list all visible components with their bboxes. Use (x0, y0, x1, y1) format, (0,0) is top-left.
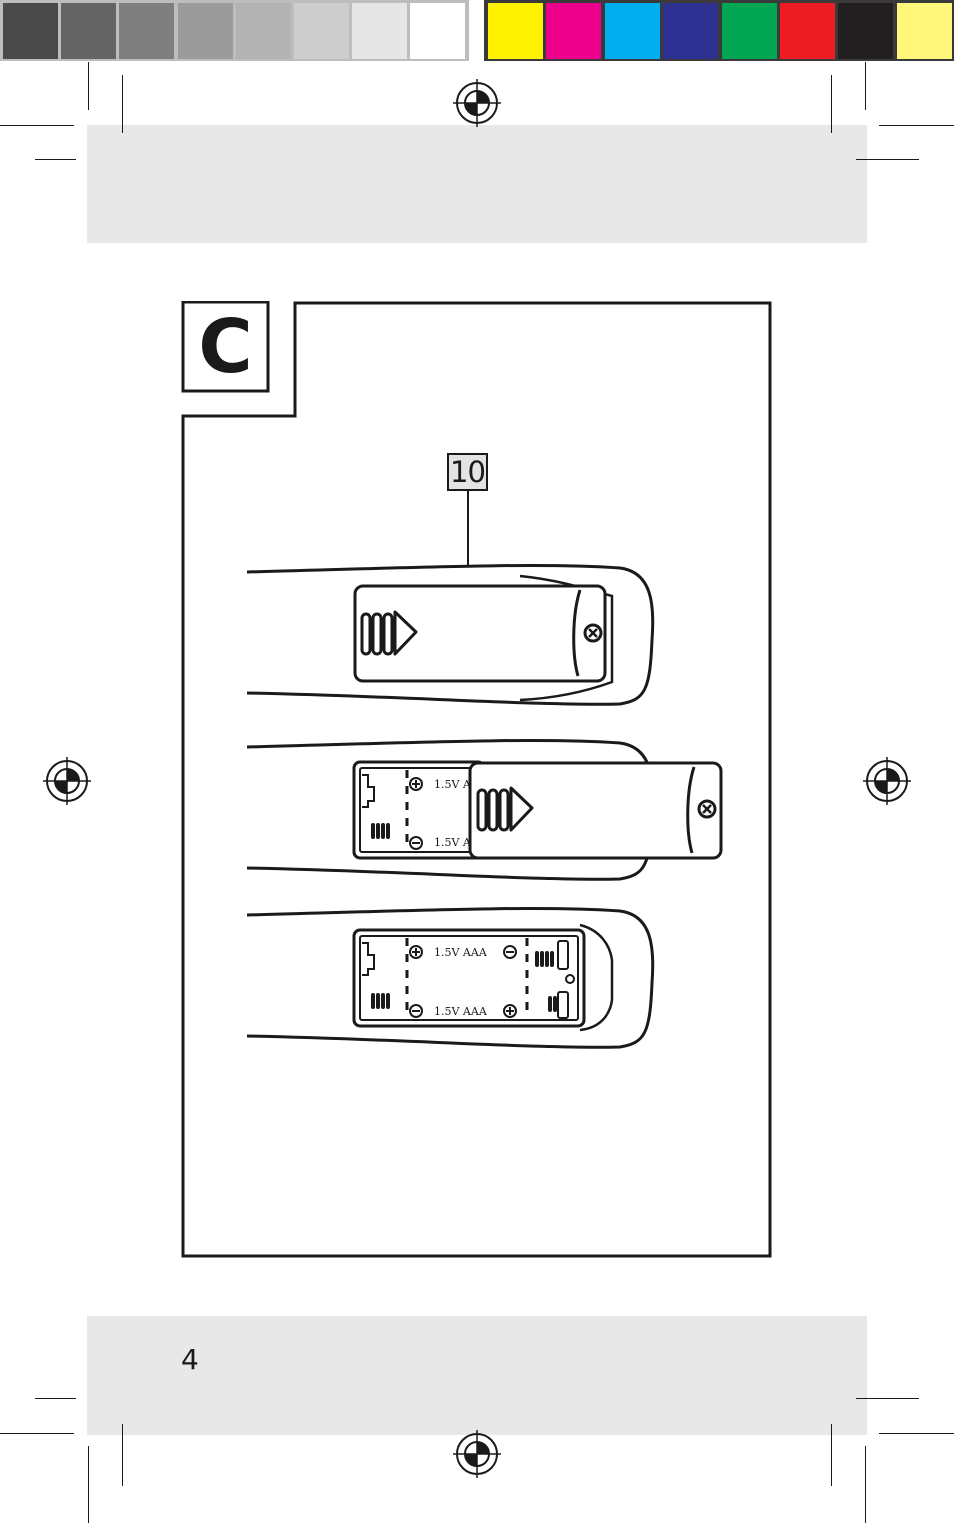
plus-terminal-icon (410, 946, 422, 958)
registration-mark-icon (863, 757, 911, 805)
gray-swatch (410, 3, 465, 59)
process-color-swatch (546, 3, 601, 59)
process-color-swatch (663, 3, 718, 59)
screw-icon (585, 625, 601, 641)
plus-terminal-icon (410, 778, 422, 790)
footer-band (87, 1316, 867, 1435)
gray-swatch (294, 3, 349, 59)
process-color-swatch (488, 3, 543, 59)
gray-swatch (236, 3, 291, 59)
battery-label-bottom: 1.5V A (434, 836, 472, 849)
minus-terminal-icon (410, 837, 422, 849)
screw-icon (699, 801, 715, 817)
battery-label-top: 1.5V A (434, 778, 472, 791)
process-color-swatch (897, 3, 952, 59)
gray-swatch (352, 3, 407, 59)
process-color-swatch (605, 3, 660, 59)
minus-terminal-icon (504, 946, 516, 958)
gray-swatch (61, 3, 116, 59)
gray-swatch (119, 3, 174, 59)
process-color-swatch (838, 3, 893, 59)
gray-swatch (3, 3, 58, 59)
battery-label-bottom: 1.5V AAA (434, 1005, 488, 1018)
registration-mark-icon (43, 757, 91, 805)
header-band (87, 125, 867, 243)
battery-label-top: 1.5V AAA (434, 946, 488, 959)
plus-terminal-icon (504, 1005, 516, 1017)
registration-mark-icon (453, 1430, 501, 1478)
illustration-panel: 1.5V A 1.5V A 1.5V AAA 1.5V AAA (181, 301, 772, 1258)
minus-terminal-icon (410, 1005, 422, 1017)
gray-swatch (178, 3, 233, 59)
remote-open: 1.5V AAA 1.5V AAA (247, 908, 653, 1047)
process-color-swatch (722, 3, 777, 59)
remote-closed (247, 565, 653, 704)
callout-label: 10 (447, 453, 488, 491)
registration-mark-icon (453, 79, 501, 127)
section-letter: C (183, 302, 268, 391)
process-color-swatch (780, 3, 835, 59)
page-number: 4 (181, 1343, 199, 1376)
